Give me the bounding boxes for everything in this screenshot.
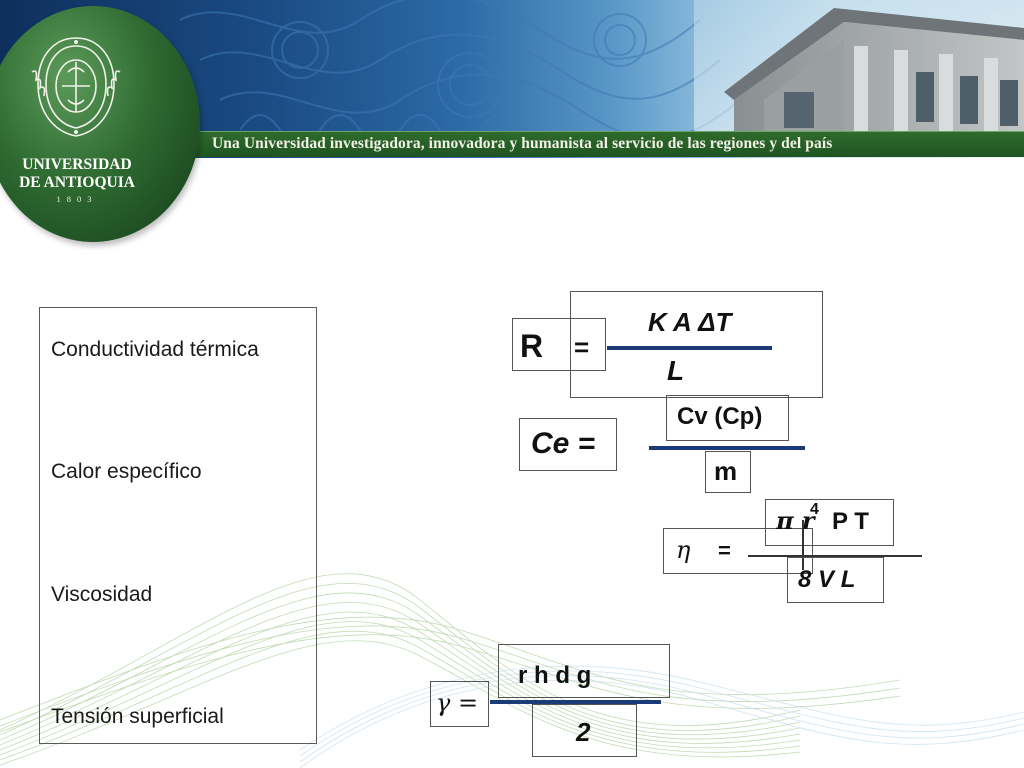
formula-lhs: Ce = xyxy=(531,427,596,460)
formula-numerator: K A ΔT xyxy=(648,307,732,337)
formula-lhs-box xyxy=(430,681,489,727)
formula-lhs: η xyxy=(676,536,691,564)
formula-equals: = xyxy=(574,332,590,362)
formula-lhs: R xyxy=(520,328,544,364)
formula-denominator-box xyxy=(787,557,884,603)
property-thermal-conductivity: Conductividad térmica xyxy=(51,338,259,361)
formula-denominator-box xyxy=(532,704,637,757)
university-name-line-1: UNIVERSIDAD xyxy=(22,156,132,173)
formula-equals: = xyxy=(718,538,731,563)
building-photo xyxy=(694,0,1024,140)
tagline: Una Universidad investigadora, innovador… xyxy=(212,135,833,152)
formula-denominator: m xyxy=(714,456,738,486)
formula-exponent: 4 xyxy=(810,501,819,518)
fraction-bar xyxy=(490,700,661,704)
header-banner: Una Universidad investigadora, innovador… xyxy=(0,0,1024,158)
formula-frame xyxy=(570,291,823,398)
decorative-waves xyxy=(0,573,1024,768)
formula-lhs-box xyxy=(519,418,617,471)
property-viscosity: Viscosidad xyxy=(51,583,153,606)
fraction-bar xyxy=(607,346,772,350)
formula-denominator: 8 V L xyxy=(798,566,856,593)
formula-lhs: γ = xyxy=(436,689,479,717)
formula-denominator: 2 xyxy=(576,717,591,747)
formula-denominator: L xyxy=(667,355,685,386)
formula-numerator-rest: P T xyxy=(832,508,869,535)
formula-numerator-box xyxy=(666,395,789,441)
formula-lhs-box xyxy=(512,318,606,371)
tagline-bar: Una Universidad investigadora, innovador… xyxy=(190,131,1024,157)
formula-numerator: Cv (Cp) xyxy=(677,403,763,430)
formula-lhs-box xyxy=(663,528,813,574)
formula-numerator-pi-r: π r xyxy=(776,506,815,535)
fraction-bar xyxy=(748,555,922,557)
formula-numerator: r h d g xyxy=(518,662,592,689)
formula-numerator-box xyxy=(765,499,894,546)
university-name-line-2: DE ANTIOQUIA xyxy=(19,174,135,191)
university-seal-icon xyxy=(31,37,121,137)
university-founding-year: 1803 xyxy=(56,194,98,204)
property-surface-tension: Tensión superficial xyxy=(51,705,224,728)
fraction-bar xyxy=(649,446,805,450)
property-specific-heat: Calor específico xyxy=(51,460,202,483)
university-logo: UNIVERSIDAD DE ANTIOQUIA 1803 xyxy=(0,6,200,242)
property-list: Conductividad térmica Calor específico V… xyxy=(39,307,317,744)
formula-numerator-box xyxy=(498,644,670,698)
bracket-line xyxy=(802,520,804,570)
formula-denominator-box xyxy=(705,451,751,493)
